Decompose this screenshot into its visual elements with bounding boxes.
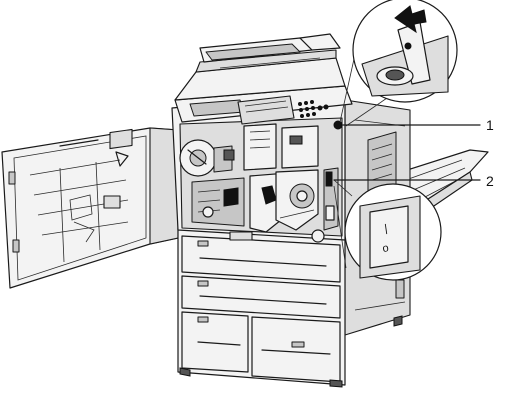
power-switch-on-body[interactable] [325, 171, 333, 187]
callout-2-label: 2 [486, 173, 494, 189]
keypad-buttons[interactable] [298, 100, 329, 118]
door-hinge-bottom [12, 239, 20, 253]
paper-tray-1[interactable] [181, 235, 341, 283]
printer-body [171, 33, 411, 388]
panel-power-button[interactable] [333, 120, 343, 130]
switch-on-mark: | [384, 223, 389, 235]
callout-1-label: 1 [486, 117, 494, 133]
power-switch-closeup[interactable] [369, 205, 409, 269]
door-hinge-top [8, 171, 16, 185]
press-arrow-icon [394, 5, 427, 34]
paper-tray-3[interactable] [181, 311, 249, 373]
door-label-icon [115, 151, 129, 167]
front-door-open [1, 127, 179, 289]
internal-components [179, 123, 339, 243]
inset-power-switch: | o [333, 179, 442, 281]
paper-tray-4[interactable] [251, 316, 341, 383]
inset-power-button [339, 0, 458, 127]
switch-off-mark: o [382, 242, 390, 255]
paper-tray-2[interactable] [181, 275, 341, 319]
power-button-closeup[interactable] [385, 69, 405, 81]
